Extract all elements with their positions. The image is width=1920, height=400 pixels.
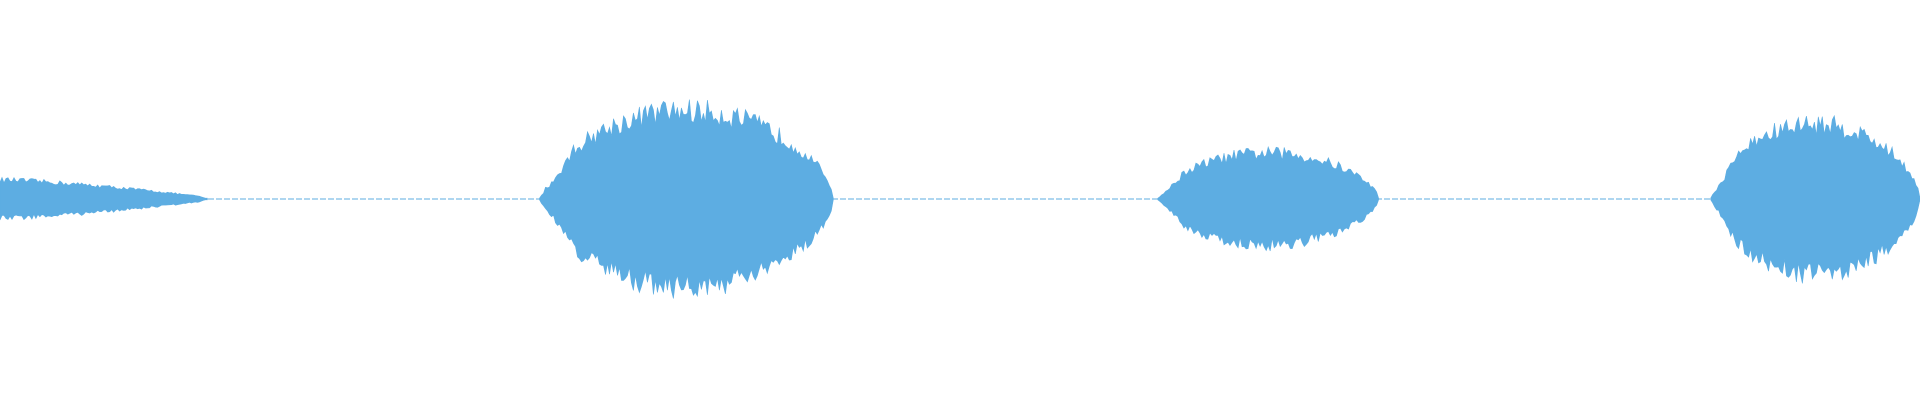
waveform-segment-4	[1710, 114, 1920, 284]
waveform-segment-1	[0, 176, 208, 221]
waveform-segment-2	[539, 99, 834, 299]
waveform-segment-3	[1157, 146, 1379, 252]
